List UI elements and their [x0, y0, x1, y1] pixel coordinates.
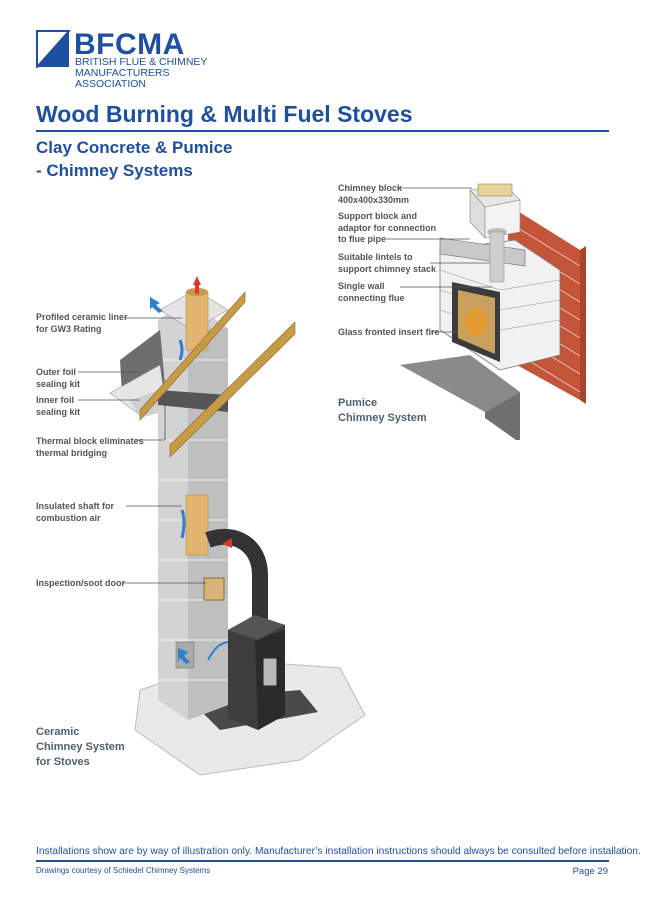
page-number: Page 29 [572, 866, 608, 877]
title-rule [36, 130, 609, 132]
ceramic-chimney-drawing [78, 276, 366, 776]
page-title: Wood Burning & Multi Fuel Stoves [36, 101, 413, 127]
pumice-chimney-drawing [386, 183, 586, 440]
label-inspection-door: Inspection/soot door [36, 578, 125, 588]
drawing-credit: Drawings courtesy of Schiedel Chimney Sy… [36, 866, 211, 875]
page-subtitle-line-2: - Chimney Systems [36, 161, 193, 180]
page-subtitle-line-1: Clay Concrete & Pumice [36, 138, 233, 157]
brand-sub-line-1: BRITISH FLUE & CHIMNEY [75, 56, 208, 68]
brand-sub-line-2: MANUFACTURERS [75, 67, 170, 79]
label-glass-fronted-fire: Glass fronted insert fire [338, 327, 440, 337]
footer-rule [36, 860, 609, 862]
brand-name: BFCMA [74, 28, 185, 61]
disclaimer-text: Installations show are by way of illustr… [36, 846, 641, 857]
brand-sub-line-3: ASSOCIATION [75, 78, 146, 90]
bfcma-logo-icon [36, 30, 70, 68]
